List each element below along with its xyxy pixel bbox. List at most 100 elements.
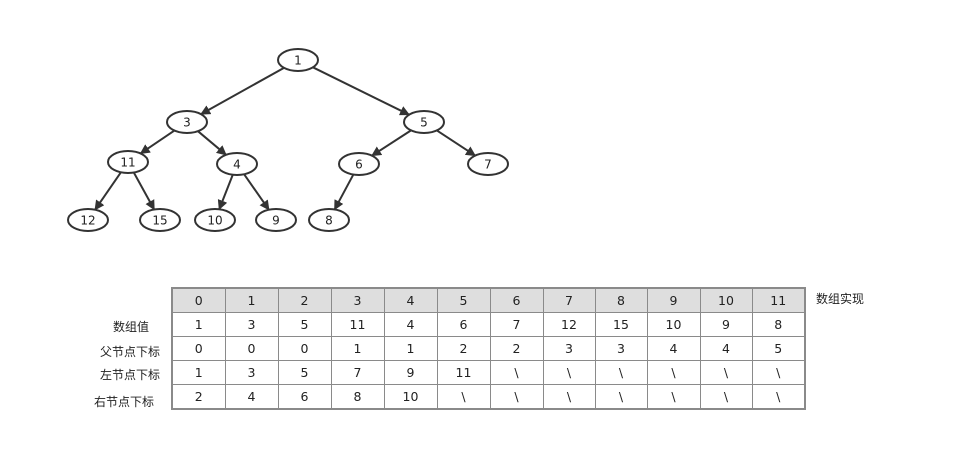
index-cell: 11 xyxy=(751,287,806,313)
table-cell: 1 xyxy=(330,336,385,361)
row-label-parent: 父节点下标 xyxy=(100,345,161,359)
table-cell: 2 xyxy=(171,384,226,410)
table-cell: \ xyxy=(594,384,648,410)
table-cell: \ xyxy=(699,384,753,410)
tree-node-4: 4 xyxy=(216,152,258,176)
table-cell: 8 xyxy=(751,312,806,337)
tree-node-3: 3 xyxy=(166,110,208,134)
table-cell: 0 xyxy=(224,336,279,361)
edge-n4-n10 xyxy=(217,174,234,211)
table-cell: 10 xyxy=(646,312,701,337)
table-cell: 0 xyxy=(171,336,226,361)
edge-n3-n11 xyxy=(139,129,175,155)
index-cell: 1 xyxy=(224,287,279,313)
table-cell: 12 xyxy=(542,312,596,337)
index-cell: 2 xyxy=(277,287,332,313)
table-cell: 11 xyxy=(436,360,491,385)
table-cell: 2 xyxy=(489,336,544,361)
table-cell: 1 xyxy=(171,360,226,385)
table-cell: 8 xyxy=(330,384,385,410)
tree-node-label: 15 xyxy=(152,214,167,228)
table-cell: \ xyxy=(489,384,544,410)
index-cell: 9 xyxy=(646,287,701,313)
tree-node-11: 11 xyxy=(107,150,149,174)
table-cell: 9 xyxy=(699,312,753,337)
table-cell: \ xyxy=(489,360,544,385)
table-cell: 7 xyxy=(489,312,544,337)
tree-node-label: 10 xyxy=(207,214,222,228)
edge-n1-n3 xyxy=(200,66,285,116)
table-cell: \ xyxy=(542,384,596,410)
row-label-values: 数组值 xyxy=(113,320,150,334)
table-cell: 15 xyxy=(594,312,648,337)
table-cell: \ xyxy=(699,360,753,385)
tree-node-label: 11 xyxy=(120,156,135,170)
edge-n11-n12 xyxy=(94,171,122,211)
row-label-left: 左节点下标 xyxy=(100,368,161,382)
table-cell: 9 xyxy=(383,360,438,385)
tree-node-15: 15 xyxy=(139,208,181,232)
table-cell: 4 xyxy=(383,312,438,337)
table-cell: 3 xyxy=(542,336,596,361)
index-cell: 3 xyxy=(330,287,385,313)
table-cell: 4 xyxy=(646,336,701,361)
table-cell: 7 xyxy=(330,360,385,385)
table-cell: 2 xyxy=(436,336,491,361)
table-cell: \ xyxy=(436,384,491,410)
row-label-right: 右节点下标 xyxy=(94,395,155,409)
table-cell: 0 xyxy=(277,336,332,361)
edge-n6-n8 xyxy=(333,174,355,211)
tree-node-7: 7 xyxy=(467,152,509,176)
table-cell: 10 xyxy=(383,384,438,410)
tree-node-label: 12 xyxy=(80,214,95,228)
index-cell: 7 xyxy=(542,287,596,313)
edge-n1-n5 xyxy=(312,66,410,116)
table-cell: 1 xyxy=(171,312,226,337)
table-cell: \ xyxy=(646,384,701,410)
tree-node-label: 6 xyxy=(355,158,363,172)
table-cell: \ xyxy=(594,360,648,385)
tree-node-5: 5 xyxy=(403,110,445,134)
tree-node-12: 12 xyxy=(67,208,109,232)
table-cell: 3 xyxy=(594,336,648,361)
table-cell: 3 xyxy=(224,312,279,337)
table-cell: 5 xyxy=(277,312,332,337)
index-cell: 4 xyxy=(383,287,438,313)
table-cell: 1 xyxy=(383,336,438,361)
tree-node-label: 7 xyxy=(484,158,492,172)
table-cell: 11 xyxy=(330,312,385,337)
table-cell: \ xyxy=(751,360,806,385)
table-cell: 6 xyxy=(277,384,332,410)
table-cell: 4 xyxy=(699,336,753,361)
tree-node-label: 8 xyxy=(325,214,333,228)
table-cell: \ xyxy=(751,384,806,410)
table-cell: \ xyxy=(542,360,596,385)
table-cell: 6 xyxy=(436,312,491,337)
table-cell: 3 xyxy=(224,360,279,385)
index-cell: 10 xyxy=(699,287,753,313)
table-cell: 5 xyxy=(277,360,332,385)
table-cell: \ xyxy=(646,360,701,385)
edge-n5-n6 xyxy=(371,129,412,157)
index-cell: 0 xyxy=(171,287,226,313)
index-cell: 5 xyxy=(436,287,491,313)
edge-n5-n7 xyxy=(436,129,476,157)
tree-node-9: 9 xyxy=(255,208,297,232)
edge-n11-n15 xyxy=(132,172,156,211)
tree-node-label: 4 xyxy=(233,158,241,172)
table-cell: 5 xyxy=(751,336,806,361)
tree-node-label: 9 xyxy=(272,214,280,228)
heap-tree-diagram: 1 3 5 11 4 6 7 12 15 10 9 8 xyxy=(67,48,509,232)
table-cell: 4 xyxy=(224,384,279,410)
tree-node-10: 10 xyxy=(194,208,236,232)
array-title: 数组实现 xyxy=(816,292,865,306)
edge-n3-n4 xyxy=(197,130,227,156)
tree-node-8: 8 xyxy=(308,208,350,232)
tree-node-1: 1 xyxy=(277,48,319,72)
index-cell: 6 xyxy=(489,287,544,313)
